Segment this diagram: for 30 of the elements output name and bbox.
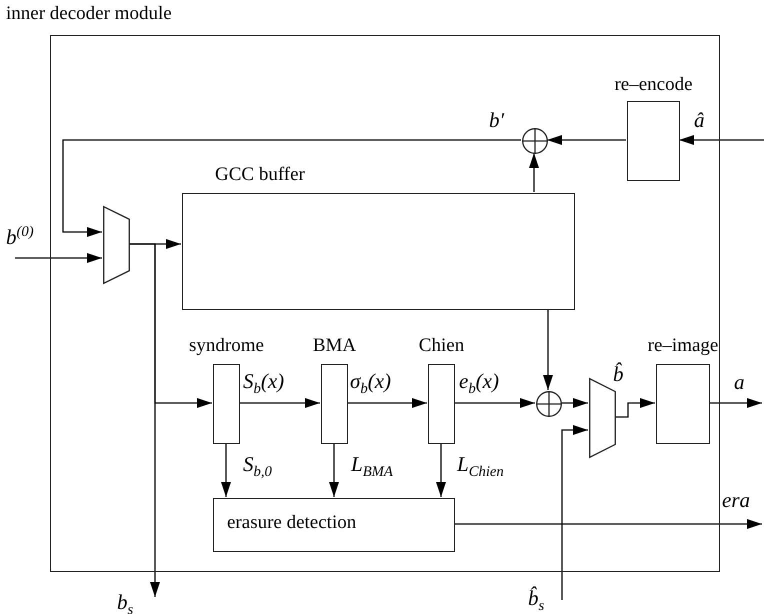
signal-arrow (329, 443, 339, 497)
signal-arrow (543, 309, 553, 390)
process-box (213, 498, 455, 552)
block-label: GCC buffer (215, 164, 305, 187)
signal-arrow (15, 253, 102, 263)
adder-symbol (522, 128, 548, 154)
signal-arrow (679, 135, 764, 145)
signal-arrow (547, 135, 626, 145)
signal-arrow (454, 519, 762, 529)
signal-arrow (436, 443, 446, 497)
module-title: inner decoder module (6, 3, 172, 26)
signal-arrow (239, 398, 320, 408)
signal-arrow (709, 398, 762, 408)
signal-arrow (615, 398, 655, 418)
block-label: re–encode (614, 74, 693, 97)
multiplexer-symbol (103, 206, 130, 284)
signal-arrow (561, 398, 588, 408)
signal-arrow (129, 243, 160, 597)
block-label: syndrome (189, 335, 264, 358)
adder-symbol (536, 391, 562, 417)
block-label: re–image (648, 335, 718, 358)
block-label: erasure detection (227, 512, 356, 535)
signal-arrow (529, 153, 539, 192)
signal-arrow (62, 139, 521, 237)
block-label: Chien (418, 335, 464, 358)
signal-arrow (347, 398, 427, 408)
block-label: BMA (312, 335, 356, 358)
signal-arrow (454, 398, 535, 408)
signal-arrow (221, 443, 231, 497)
signal-arrow (561, 425, 588, 600)
